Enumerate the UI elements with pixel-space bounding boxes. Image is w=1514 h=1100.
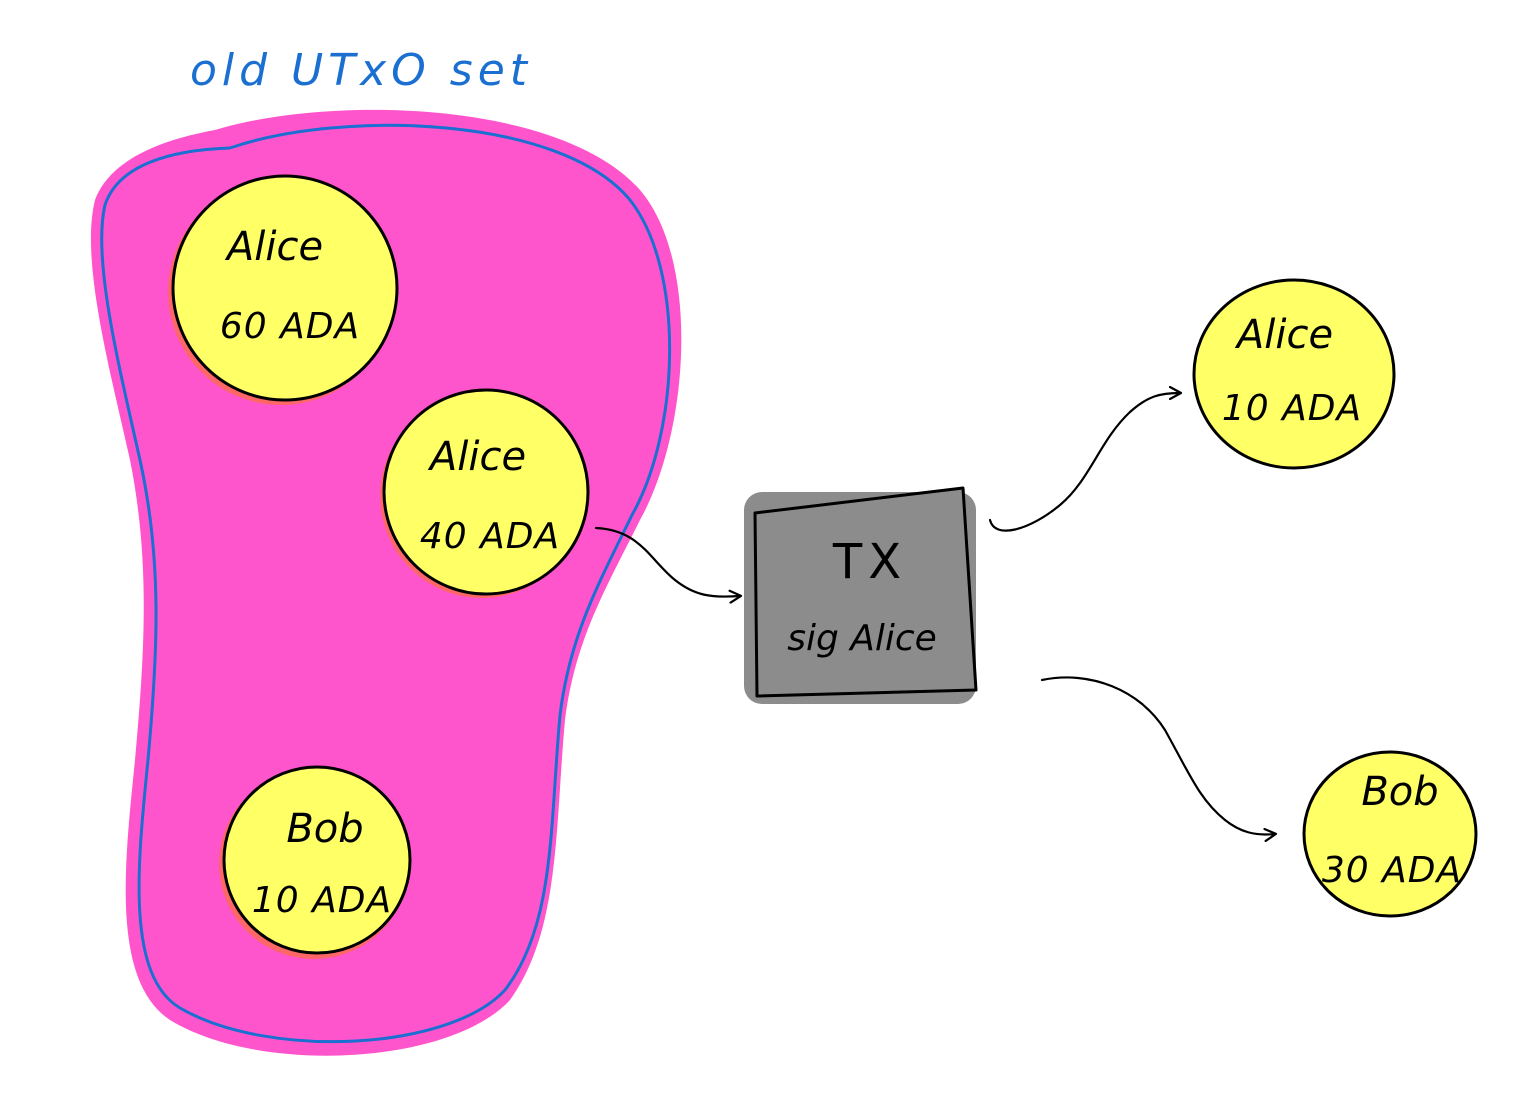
new-utxo-bob-30: Bob 30 ADA xyxy=(1302,750,1478,918)
utxo-amount: 30 ADA xyxy=(1322,850,1462,891)
utxo-alice-60: Alice 60 ADA xyxy=(168,174,399,405)
arrow-tx-to-alice xyxy=(988,393,1180,532)
utxo-amount: 10 ADA xyxy=(252,880,392,921)
utxo-amount: 10 ADA xyxy=(1222,388,1362,429)
utxo-coin xyxy=(1302,750,1478,918)
utxo-set-outline xyxy=(100,123,672,1044)
arrow-input-to-tx xyxy=(594,526,740,597)
transaction-border xyxy=(753,486,978,698)
arrow-tx-to-bob xyxy=(1040,676,1275,834)
utxo-alice-40: Alice 40 ADA xyxy=(380,388,590,598)
transaction-box: TX sig Alice xyxy=(744,486,978,704)
utxo-set-title: old UTxO set xyxy=(190,45,532,96)
utxo-owner: Alice xyxy=(224,224,323,270)
utxo-owner: Alice xyxy=(1234,312,1333,358)
utxo-owner: Bob xyxy=(286,806,363,852)
utxo-owner: Alice xyxy=(427,434,526,480)
utxo-amount: 40 ADA xyxy=(420,516,560,557)
utxo-owner: Bob xyxy=(1361,769,1438,815)
utxo-bob-10: Bob 10 ADA xyxy=(219,765,412,959)
transaction-title: TX xyxy=(832,534,907,590)
utxo-coin xyxy=(171,174,399,402)
utxo-coin xyxy=(382,388,590,596)
utxo-coin xyxy=(222,765,412,955)
utxo-coin xyxy=(1192,278,1396,470)
transaction-signature: sig Alice xyxy=(787,618,937,659)
new-utxo-alice-10: Alice 10 ADA xyxy=(1192,278,1396,470)
utxo-amount: 60 ADA xyxy=(220,306,360,347)
